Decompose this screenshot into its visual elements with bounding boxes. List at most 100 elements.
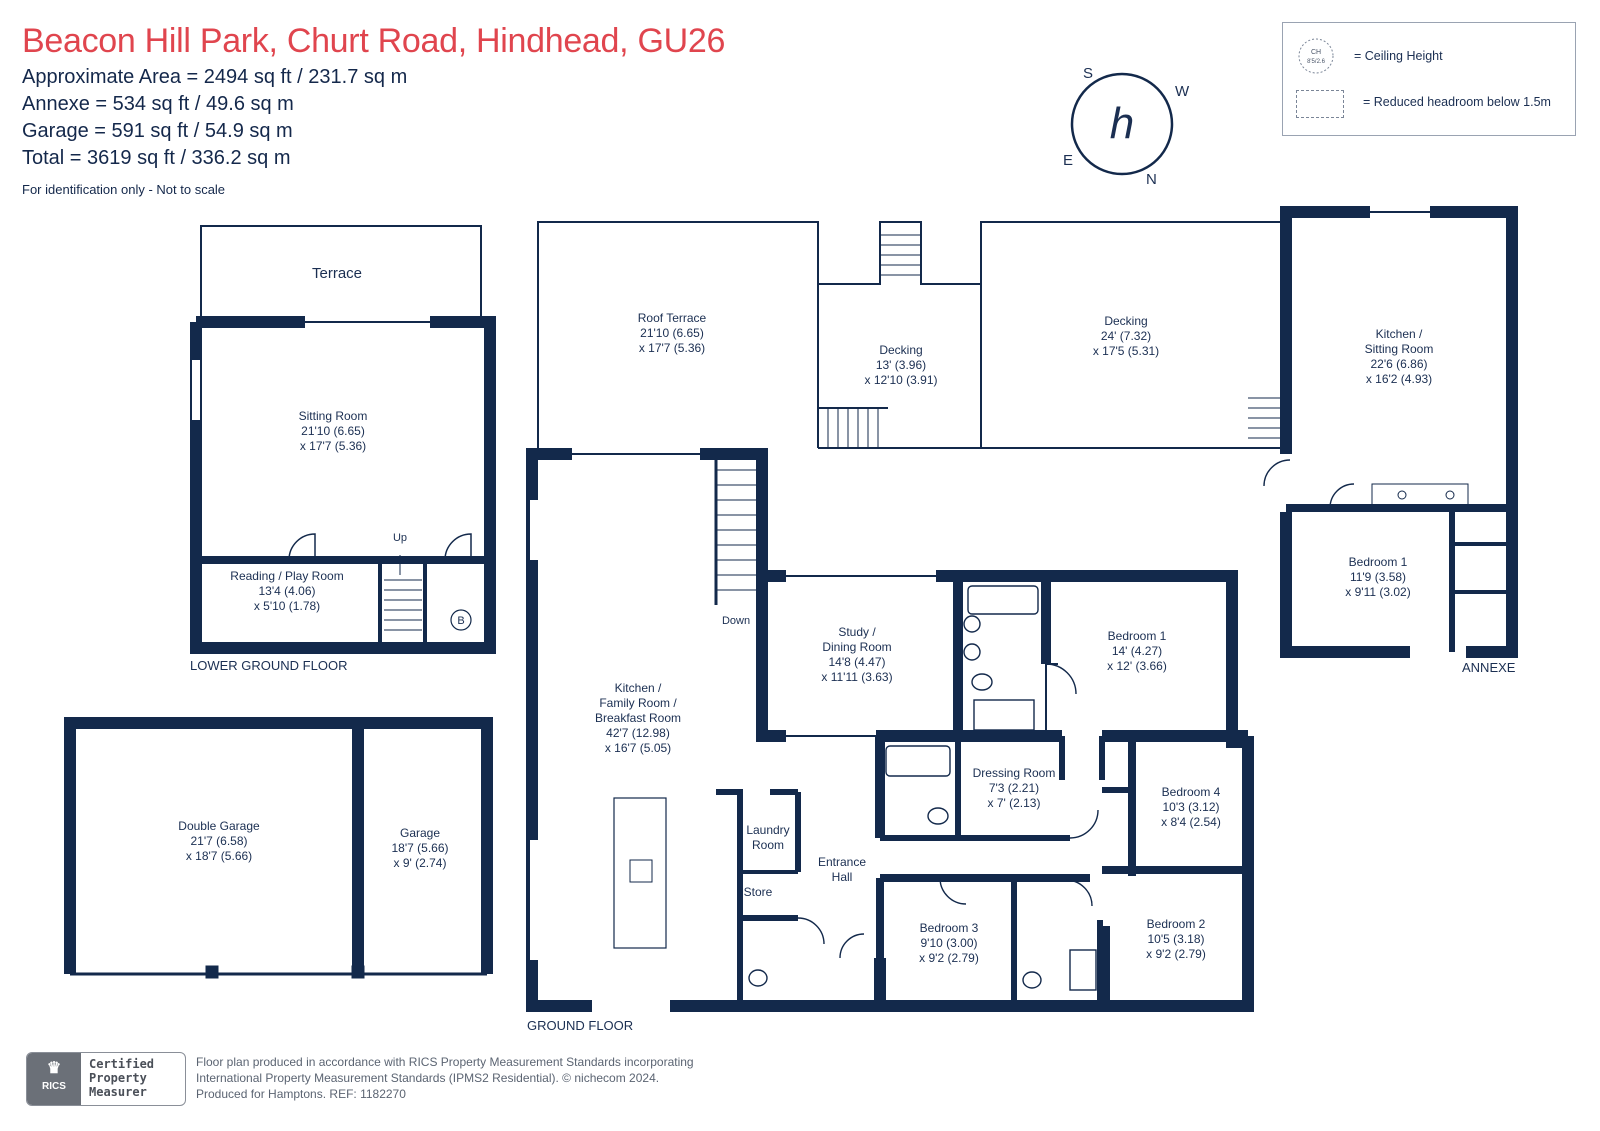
roof-terrace-name: Roof Terrace	[638, 311, 707, 325]
compass-logo: h S W N E	[1063, 65, 1190, 188]
decking-small-dim-2: x 12'10 (3.91)	[864, 373, 937, 387]
footer-text: Floor plan produced in accordance with R…	[196, 1054, 694, 1102]
rics-logo: ♛ RICS	[27, 1053, 81, 1105]
compass-s: S	[1083, 65, 1093, 82]
double-garage-dim-2: x 18'7 (5.66)	[186, 849, 252, 863]
bedroom1-name: Bedroom 1	[1108, 629, 1167, 643]
sitting-room-walls	[190, 316, 496, 654]
bedroom4-dim-2: x 8'4 (2.54)	[1161, 815, 1221, 829]
reading-room-dim-1: 13'4 (4.06)	[259, 584, 316, 598]
annexe-bedroom-name: Bedroom 1	[1349, 555, 1408, 569]
garage-name: Garage	[400, 826, 440, 840]
decking-small-dim-1: 13' (3.96)	[876, 358, 926, 372]
lower-ground-floor	[190, 225, 496, 654]
bedroom4-name: Bedroom 4	[1162, 785, 1221, 799]
roof-terrace-dim-2: x 17'7 (5.36)	[639, 341, 705, 355]
bedroom1-dim-2: x 12' (3.66)	[1107, 659, 1167, 673]
annexe-kitchen-dim-1: 22'6 (6.86)	[1371, 357, 1428, 371]
kitchen-family-name-2: Family Room /	[599, 696, 677, 710]
garage-dim-1: 18'7 (5.66)	[392, 841, 449, 855]
bedroom3-dim-1: 9'10 (3.00)	[921, 936, 978, 950]
rics-badge: ♛ RICS Certified Property Measurer	[26, 1052, 186, 1106]
compass-logo-letter: h	[1110, 99, 1134, 148]
ch-symbol-top: CH	[1311, 49, 1321, 56]
sitting-room-name: Sitting Room	[299, 409, 368, 423]
rics-cert-line-1: Certified	[89, 1057, 155, 1071]
stairs-up-label: Up	[393, 532, 407, 544]
double-garage-dim-1: 21'7 (6.58)	[191, 834, 248, 848]
boiler-label: B	[457, 615, 464, 627]
legend-reduced-headroom: = Reduced headroom below 1.5m	[1363, 95, 1551, 109]
bedroom2-name: Bedroom 2	[1147, 917, 1206, 931]
rics-logo-text: RICS	[42, 1081, 66, 1092]
sitting-room-dim-1: 21'10 (6.65)	[301, 424, 365, 438]
room-labels: Terrace Sitting Room 21'10 (6.65) x 17'7…	[178, 265, 1433, 965]
total-area: Total = 3619 sq ft / 336.2 sq m	[22, 147, 291, 169]
annexe-kitchen-name-2: Sitting Room	[1365, 342, 1434, 356]
rics-certification: Certified Property Measurer	[89, 1057, 154, 1099]
decking-large-name: Decking	[1104, 314, 1147, 328]
kitchen-family-name-3: Breakfast Room	[595, 711, 681, 725]
study-name-2: Dining Room	[822, 640, 891, 654]
ground-floor-outdoor	[537, 221, 1289, 449]
annexe-kitchen-dim-2: x 16'2 (4.93)	[1366, 372, 1432, 386]
annexe-label: ANNEXE	[1462, 660, 1516, 675]
identification-note: For identification only - Not to scale	[22, 182, 226, 197]
study-name-1: Study /	[838, 625, 876, 639]
compass-w: W	[1175, 83, 1190, 100]
dressing-dim-1: 7'3 (2.21)	[989, 781, 1039, 795]
entrance-hall-name-2: Hall	[832, 870, 853, 884]
bedroom3-dim-2: x 9'2 (2.79)	[919, 951, 979, 965]
property-title: Beacon Hill Park, Churt Road, Hindhead, …	[22, 22, 726, 60]
ceiling-height-icon: CH 8'5/2.6	[1298, 38, 1334, 74]
footer-line-2: International Property Measurement Stand…	[196, 1071, 660, 1085]
rics-cert-line-3: Measurer	[89, 1085, 147, 1099]
ch-symbol-bottom: 8'5/2.6	[1307, 59, 1325, 65]
bedroom4-dim-1: 10'3 (3.12)	[1163, 800, 1220, 814]
store-label: Store	[744, 885, 773, 899]
ground-floor-walls	[526, 448, 1254, 1012]
compass-e: E	[1063, 152, 1073, 169]
dressing-name: Dressing Room	[973, 766, 1056, 780]
annexe-bedroom-dim-1: 11'9 (3.58)	[1350, 570, 1406, 584]
double-garage-name: Double Garage	[178, 819, 260, 833]
bedroom1-dim-1: 14' (4.27)	[1112, 644, 1162, 658]
reading-room-name: Reading / Play Room	[230, 569, 343, 583]
approximate-area: Approximate Area = 2494 sq ft / 231.7 sq…	[22, 66, 408, 88]
decking-small-name: Decking	[879, 343, 922, 357]
kitchen-family-dim-1: 42'7 (12.98)	[606, 726, 670, 740]
footer-line-1: Floor plan produced in accordance with R…	[196, 1055, 694, 1069]
garage-area: Garage = 591 sq ft / 54.9 sq m	[22, 120, 293, 142]
sitting-room-dim-2: x 17'7 (5.36)	[300, 439, 366, 453]
legend-box	[1282, 22, 1576, 136]
annexe-area: Annexe = 534 sq ft / 49.6 sq m	[22, 93, 294, 115]
lower-ground-floor-label: LOWER GROUND FLOOR	[190, 658, 347, 673]
rics-cert-line-2: Property	[89, 1071, 147, 1085]
ground-floor-label: GROUND FLOOR	[527, 1018, 633, 1033]
kitchen-family-name-1: Kitchen /	[615, 681, 662, 695]
study-dim-2: x 11'11 (3.63)	[821, 670, 892, 684]
floor-labels: LOWER GROUND FLOOR GROUND FLOOR ANNEXE	[190, 658, 1516, 1033]
bedroom2-dim-2: x 9'2 (2.79)	[1146, 947, 1206, 961]
terrace-label: Terrace	[312, 265, 362, 282]
decking-large-dim-1: 24' (7.32)	[1101, 329, 1151, 343]
bedroom3-name: Bedroom 3	[920, 921, 979, 935]
reading-room-dim-2: x 5'10 (1.78)	[254, 599, 320, 613]
lion-icon: ♛	[46, 1060, 62, 1077]
garage-dim-2: x 9' (2.74)	[394, 856, 447, 870]
kitchen-family-dim-2: x 16'7 (5.05)	[605, 741, 671, 755]
bedroom2-dim-1: 10'5 (3.18)	[1148, 932, 1205, 946]
footer-line-3: Produced for Hamptons. REF: 1182270	[196, 1087, 406, 1101]
stairs-down-label: Down	[722, 615, 750, 627]
roof-terrace-dim-1: 21'10 (6.65)	[640, 326, 704, 340]
study-dim-1: 14'8 (4.47)	[829, 655, 886, 669]
annexe-kitchen-name-1: Kitchen /	[1376, 327, 1423, 341]
garages	[64, 717, 493, 979]
laundry-name-1: Laundry	[746, 823, 789, 837]
compass-n: N	[1146, 171, 1157, 188]
dressing-dim-2: x 7' (2.13)	[988, 796, 1041, 810]
laundry-name-2: Room	[752, 838, 784, 852]
annexe-bedroom-dim-2: x 9'11 (3.02)	[1345, 585, 1410, 599]
legend-ceiling-height: = Ceiling Height	[1354, 49, 1443, 63]
